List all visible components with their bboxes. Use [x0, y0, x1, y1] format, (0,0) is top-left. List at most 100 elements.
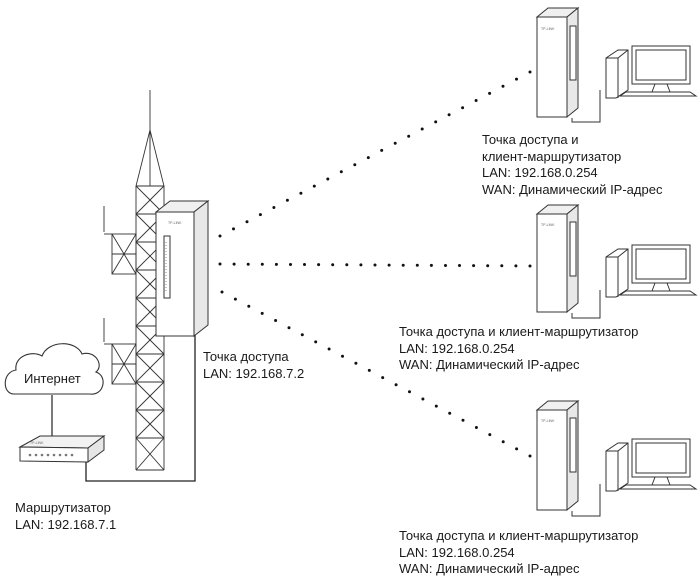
wireless-dot [220, 290, 224, 294]
wireless-dot [274, 262, 278, 266]
wireless-dot [246, 262, 250, 266]
wireless-dot [289, 263, 292, 266]
wireless-dot [448, 411, 452, 415]
wireless-dot [327, 347, 331, 351]
wireless-dot [326, 177, 330, 181]
client-computer-1 [571, 45, 698, 123]
client-ap-device-2 [535, 203, 580, 314]
wireless-dot [381, 376, 385, 380]
wireless-dot [461, 106, 465, 110]
internet-cloud [4, 343, 104, 395]
wireless-dot [285, 198, 289, 202]
wireless-dot [408, 390, 411, 394]
wireless-dot [367, 368, 371, 372]
wireless-dot [272, 206, 276, 209]
wireless-dot [444, 264, 447, 267]
wireless-dot [258, 213, 262, 217]
wireless-dot [387, 263, 391, 267]
client-1-lan: LAN: 192.168.0.254 [482, 165, 598, 180]
client-ap-device-1 [535, 6, 580, 119]
tower [103, 90, 165, 471]
wireless-dot [501, 84, 505, 88]
wireless-dot [528, 454, 532, 458]
wireless-dot [339, 170, 343, 174]
wireless-dot [434, 120, 438, 124]
access-point-lan: LAN: 192.168.7.2 [203, 365, 305, 381]
client-ap-brand-2: TP-LINK [541, 223, 555, 227]
wireless-dot [515, 447, 519, 451]
router-lan: LAN: 192.168.7.1 [15, 516, 117, 532]
wireless-dot [260, 311, 264, 315]
client-1-wan: WAN: Динамический IP-адрес [482, 181, 663, 197]
internet-label: Интернет [24, 371, 81, 386]
wireless-dot [393, 141, 397, 145]
wireless-dot [472, 264, 476, 268]
client-computer-3 [571, 438, 698, 517]
client-2-wan: WAN: Динамический IP-адрес [399, 357, 580, 372]
client-label-3: Точка доступа и клиент-маршрутизатор LAN… [399, 528, 638, 578]
wireless-dot [501, 440, 505, 444]
router-device [18, 435, 106, 463]
wireless-dot [394, 383, 398, 387]
client-ap-brand-3: TP-LINK [541, 419, 555, 423]
wireless-dot [373, 263, 377, 267]
wireless-dot [421, 397, 425, 401]
client-3-lan: LAN: 192.168.0.254 [399, 544, 515, 560]
client-1-line1: Точка доступа и [482, 132, 579, 147]
wireless-dot [359, 263, 363, 267]
wireless-dot [331, 263, 335, 267]
wireless-dot [317, 263, 321, 267]
wireless-dot [312, 184, 316, 188]
router-label: Маршрутизатор LAN: 192.168.7.1 [15, 500, 116, 533]
wireless-dot [528, 70, 532, 74]
wireless-dot [514, 264, 518, 268]
wireless-dot [353, 163, 357, 167]
wireless-dot [447, 113, 451, 117]
client-3-line1: Точка доступа и клиент-маршрутизатор [399, 528, 639, 543]
client-1-line2: клиент-маршрутизатор [482, 148, 622, 164]
wireless-dot [366, 156, 370, 160]
wireless-dot [461, 418, 465, 422]
wireless-dot [345, 263, 349, 267]
wireless-dot [407, 134, 411, 138]
wireless-dot [486, 264, 490, 268]
wireless-dot [488, 91, 492, 95]
router-brand: TP-LINK [30, 441, 44, 445]
client-label-1: Точка доступа и клиент-маршрутизатор LAN… [482, 132, 662, 198]
wireless-dot [299, 191, 303, 195]
wireless-dot [474, 426, 478, 429]
wireless-dot [300, 333, 304, 337]
access-point-title: Точка доступа [203, 349, 289, 364]
router-title: Маршрутизатор [15, 500, 111, 515]
wireless-dot [515, 77, 518, 81]
client-2-line1: Точка доступа и клиент-маршрутизатор [399, 324, 639, 339]
wireless-dot [233, 297, 237, 301]
wireless-dot [429, 263, 433, 267]
client-label-2: Точка доступа и клиент-маршрутизатор LAN… [399, 324, 638, 374]
wireless-dot [260, 262, 264, 266]
wireless-dot [420, 127, 424, 131]
wireless-dot [303, 263, 306, 266]
wireless-dot [415, 263, 419, 267]
wireless-dot [232, 227, 235, 231]
wireless-dot [458, 264, 461, 267]
wireless-dot [287, 326, 291, 330]
wireless-dot [245, 220, 249, 224]
access-point-device [154, 199, 210, 338]
client-ap-brand-1: TP-LINK [541, 27, 555, 31]
client-3-wan: WAN: Динамический IP-адрес [399, 561, 580, 576]
wireless-link-2 [218, 262, 532, 268]
wireless-dot [354, 361, 358, 365]
wireless-dot [434, 404, 438, 408]
wireless-dot [341, 354, 344, 358]
wireless-dot [528, 264, 532, 268]
wireless-dot [247, 304, 251, 308]
wireless-dot [488, 433, 492, 437]
wireless-links [218, 70, 532, 458]
client-ap-device-3 [535, 399, 580, 512]
wireless-dot [218, 262, 222, 266]
client-computer-2 [571, 244, 698, 319]
wireless-dot [500, 264, 504, 268]
client-2-lan: LAN: 192.168.0.254 [399, 340, 515, 356]
